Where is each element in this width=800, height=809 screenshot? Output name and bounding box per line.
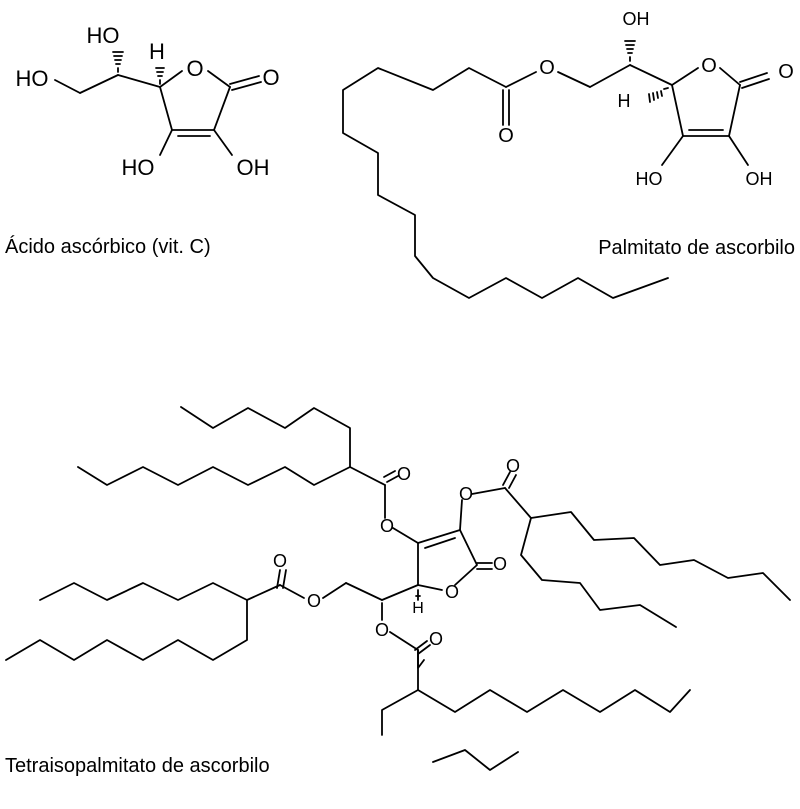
hydroxyl-label: HO — [636, 169, 663, 189]
carbonyl-oxygen-label: O — [273, 551, 287, 571]
ascorbyl-palmitate-structure: O O OH H O O HO OH — [342, 9, 794, 299]
hydrogen-label: H — [149, 39, 165, 64]
hydroxyl-label: HO — [122, 155, 155, 180]
ring-oxygen-label: O — [186, 56, 203, 81]
hydroxyl-label: OH — [746, 169, 773, 189]
hydroxyl-label: HO — [16, 66, 49, 91]
carbonyl-oxygen-label: O — [429, 629, 443, 649]
caption-ascorbic-acid: Ácido ascórbico (vit. C) — [5, 235, 211, 258]
ester-oxygen-label: O — [539, 57, 555, 79]
hydrogen-label: H — [618, 91, 631, 111]
ester-oxygen-label: O — [380, 516, 394, 536]
ring-oxygen-label: O — [701, 55, 717, 77]
ascorbic-acid-structure: O O HO H HO HO OH — [16, 23, 280, 180]
ester-oxygen-label: O — [459, 484, 473, 504]
caption-ascorbyl-palmitate: Palmitato de ascorbilo — [598, 237, 795, 259]
hydrogen-label: H — [412, 600, 424, 617]
carbonyl-oxygen-label: O — [498, 125, 514, 147]
ester-oxygen-label: O — [375, 620, 389, 640]
hydroxyl-label: OH — [237, 155, 270, 180]
ascorbyl-tetraisopalmitate-structure: O O O O O O H O O O O — [5, 406, 791, 771]
carbonyl-oxygen-label: O — [493, 554, 507, 574]
carbonyl-oxygen-label: O — [397, 464, 411, 484]
hydroxyl-label: HO — [87, 23, 120, 48]
carbonyl-oxygen-label: O — [506, 456, 520, 476]
ring-oxygen-label: O — [445, 582, 459, 602]
caption-ascorbyl-tetraisopalmitate: Tetraisopalmitato de ascorbilo — [5, 755, 270, 777]
ester-oxygen-label: O — [307, 591, 321, 611]
carbonyl-oxygen-label: O — [778, 61, 794, 83]
hydroxyl-label: OH — [623, 9, 650, 29]
carbonyl-oxygen-label: O — [262, 65, 279, 90]
